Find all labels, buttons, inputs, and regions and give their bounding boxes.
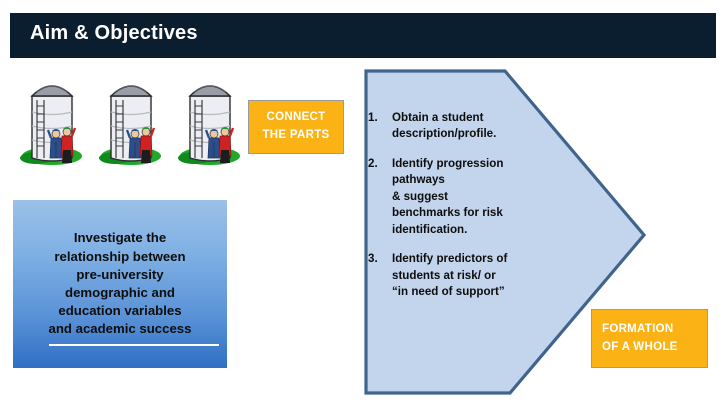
formation-of-a-whole-box: FORMATION OF A WHOLE bbox=[591, 309, 708, 368]
objective-item-2: 2. Identify progression pathways & sugge… bbox=[368, 156, 583, 238]
connect-line-1: CONNECT bbox=[266, 111, 326, 124]
title-bar: Aim & Objectives bbox=[10, 13, 716, 58]
aim-statement-text: Investigate the relationship between pre… bbox=[48, 230, 192, 337]
objective-text: Identify progression pathways & suggest … bbox=[392, 156, 504, 236]
silo-illustration-3 bbox=[172, 68, 250, 168]
formation-line-1: FORMATION bbox=[602, 322, 674, 335]
objectives-list: 1. Obtain a student description/profile.… bbox=[368, 110, 583, 314]
objective-number: 1. bbox=[368, 111, 378, 124]
silo-illustration-1 bbox=[14, 68, 92, 168]
silo-illustration-2 bbox=[93, 68, 171, 168]
objective-number: 2. bbox=[368, 156, 378, 170]
objective-item-1: 1. Obtain a student description/profile. bbox=[368, 110, 583, 143]
connect-line-2: THE PARTS bbox=[262, 129, 330, 141]
objective-number: 3. bbox=[368, 252, 378, 266]
objectives-arrow-shape bbox=[364, 69, 647, 395]
aim-statement-box: Investigate the relationship between pre… bbox=[13, 200, 227, 368]
objective-text: Obtain a student description/profile. bbox=[392, 111, 497, 141]
page-title: Aim & Objectives bbox=[30, 22, 198, 44]
formation-line-2: OF A WHOLE bbox=[602, 340, 678, 353]
objective-text: Identify predictors of students at risk/… bbox=[392, 252, 508, 299]
aim-underline bbox=[49, 344, 219, 346]
connect-the-parts-box: CONNECT THE PARTS bbox=[248, 100, 344, 154]
objective-item-3: 3. Identify predictors of students at ri… bbox=[368, 251, 583, 300]
